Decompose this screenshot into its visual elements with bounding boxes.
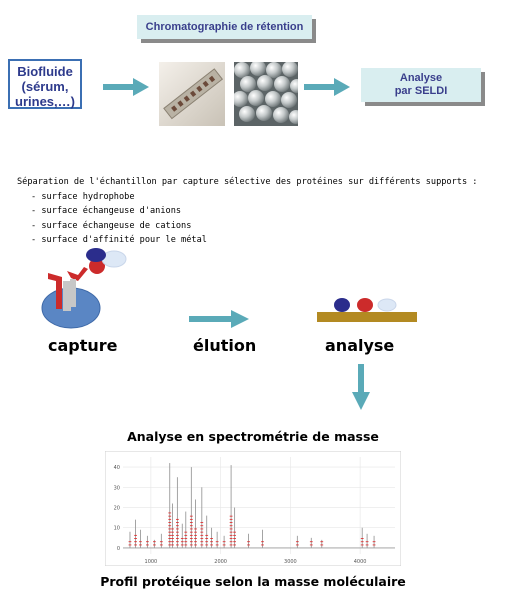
biofluid-line-3: urines,…) xyxy=(15,94,75,109)
capture-illustration xyxy=(41,248,127,329)
arrow-right-icon xyxy=(103,78,149,96)
y-tick-label: 30 xyxy=(114,485,120,491)
spectrum-caption: Profil protéique selon la masse molécula… xyxy=(100,574,406,589)
support-item: surface d'affinité pour le métal xyxy=(31,233,497,248)
spectrum-title: Analyse en spectrométrie de masse xyxy=(127,429,379,444)
protein-chip-image xyxy=(159,62,225,126)
support-item: surface échangeuse de cations xyxy=(31,219,497,234)
y-tick-label: 0 xyxy=(117,546,120,552)
x-tick-label: 3000 xyxy=(284,559,297,565)
mass-spectrum-chart: 0 10 20 30 40 1000 2000 3000 4000 xyxy=(105,451,401,566)
biofluid-box: Biofluide (sérum, urines,…) xyxy=(8,59,82,109)
chromatography-title-box: Chromatographie de rétention xyxy=(137,15,312,39)
x-tick-label: 2000 xyxy=(214,559,227,565)
seldi-line-1: Analyse xyxy=(399,72,443,84)
x-tick-label: 1000 xyxy=(145,559,158,565)
separation-intro: Séparation de l'échantillon par capture … xyxy=(17,177,478,187)
y-tick-label: 10 xyxy=(114,526,120,532)
y-tick-label: 40 xyxy=(114,465,120,471)
spectrum-frame xyxy=(105,451,401,566)
arrow-down-icon xyxy=(352,364,370,410)
biofluid-line-1: Biofluide xyxy=(17,64,73,79)
arrow-right-icon xyxy=(304,78,350,96)
spectrum-ticks: 0 10 20 30 40 1000 2000 3000 4000 xyxy=(114,465,367,565)
arrow-right-icon xyxy=(189,310,249,328)
separation-description: Séparation de l'échantillon par capture … xyxy=(17,175,497,248)
support-list: surface hydrophobe surface échangeuse d'… xyxy=(17,190,497,248)
analysis-illustration xyxy=(317,298,417,322)
support-item: surface échangeuse d'anions xyxy=(31,204,497,219)
step-capture: capture xyxy=(48,336,118,355)
biofluid-line-2: (sérum, xyxy=(21,79,69,94)
chromatography-title: Chromatographie de rétention xyxy=(145,21,304,33)
step-analyse: analyse xyxy=(325,336,395,355)
step-elution: élution xyxy=(193,336,257,355)
seldi-analysis-box: Analyse par SELDI xyxy=(361,68,481,102)
y-tick-label: 20 xyxy=(114,506,120,512)
chromatography-beads-image xyxy=(234,62,298,126)
x-tick-label: 4000 xyxy=(354,559,367,565)
spectrum-grid xyxy=(123,457,395,554)
support-item: surface hydrophobe xyxy=(31,190,497,205)
seldi-line-2: par SELDI xyxy=(394,85,448,97)
spectrum-peak-labels xyxy=(128,512,376,546)
